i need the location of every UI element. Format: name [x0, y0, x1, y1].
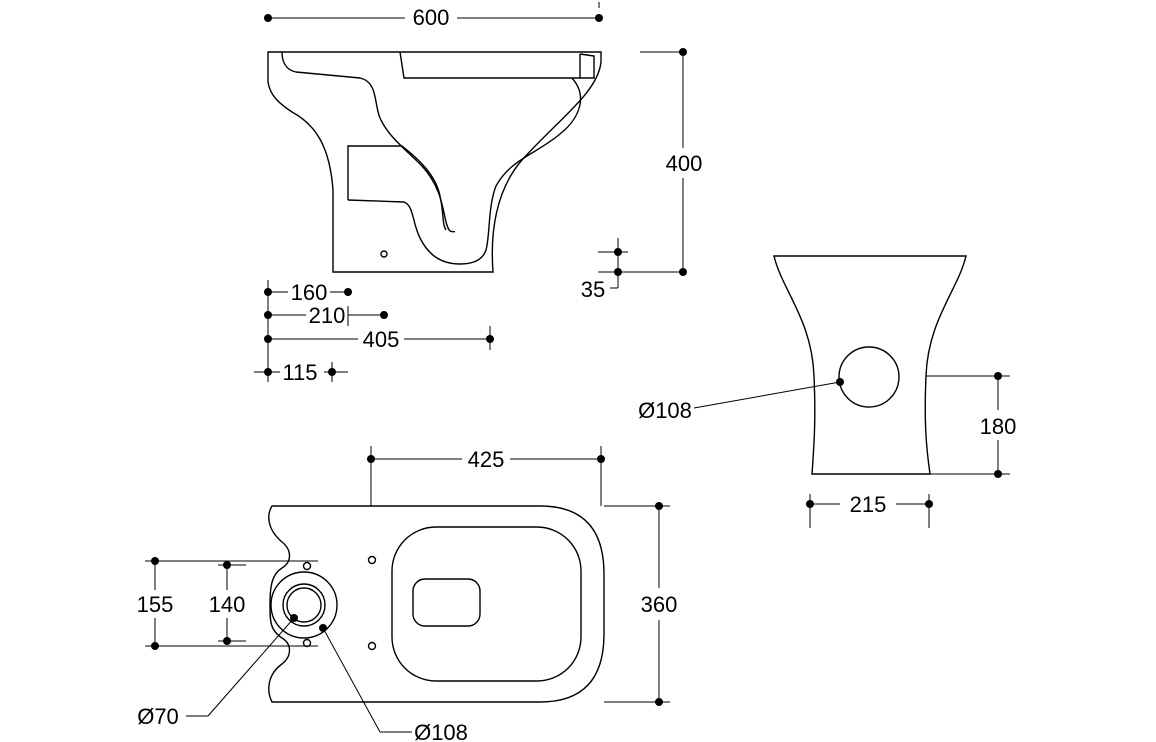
dim-dot [994, 470, 1002, 478]
back-view: Ø108 180 215 [638, 255, 1017, 528]
dim-dot [836, 378, 844, 386]
dim-dot [151, 557, 159, 565]
rim-end [579, 53, 595, 79]
dim-dot [264, 311, 272, 319]
dim-215-label: 215 [850, 492, 887, 517]
dim-dot [679, 48, 687, 56]
inner-outlet-circle [282, 583, 326, 627]
side-profile-outline [267, 51, 602, 273]
back-profile-outline [773, 255, 967, 475]
dim-dot [925, 500, 933, 508]
dim-405-label: 405 [363, 327, 400, 352]
outlet-circle [838, 346, 900, 408]
dim-160-label: 160 [291, 280, 328, 305]
dim-dot [328, 368, 336, 376]
seat-opening [391, 526, 582, 682]
bowl-trap-curve [347, 77, 582, 265]
dim-dot [655, 698, 663, 706]
dim-400-label: 400 [666, 151, 703, 176]
dim-dot [614, 268, 622, 276]
dim-dot [344, 288, 352, 296]
dim-dot [595, 14, 603, 22]
dim-dot [614, 248, 622, 256]
side-view: 600 400 35 160 [254, 2, 702, 385]
dim-dot [806, 500, 814, 508]
dim-dot [264, 335, 272, 343]
dim-dot [290, 614, 298, 622]
leader-line [322, 627, 381, 733]
fixing-hole [367, 555, 377, 565]
inner-outlet-rim [286, 587, 322, 623]
dim-dot [264, 14, 272, 22]
dim-dot [367, 455, 375, 463]
fixing-hole [302, 561, 312, 571]
leader-line [207, 617, 295, 717]
dim-35-label: 35 [581, 277, 605, 302]
bowl-outlet [412, 578, 481, 627]
dim-dot [151, 642, 159, 650]
dim-dot [223, 561, 231, 569]
outer-outlet-diameter-label: Ø108 [414, 720, 468, 742]
dim-155-label: 155 [137, 592, 174, 617]
inner-outlet-diameter-label: Ø70 [137, 704, 179, 729]
dim-dot [264, 368, 272, 376]
outlet-box [347, 145, 447, 231]
dim-dot [486, 335, 494, 343]
dim-dot [655, 502, 663, 510]
dim-180-label: 180 [980, 414, 1017, 439]
dim-425-label: 425 [468, 447, 505, 472]
dim-dot [380, 311, 388, 319]
bowl-inner-line [281, 51, 456, 233]
leader-line [693, 381, 841, 409]
outlet-diameter-label: Ø108 [638, 398, 692, 423]
fixing-hole [380, 250, 388, 258]
dim-dot [994, 372, 1002, 380]
outer-outlet-circle [270, 571, 338, 639]
dim-dot [223, 637, 231, 645]
top-profile-outline [268, 505, 605, 703]
dim-dot [264, 288, 272, 296]
dim-210-label: 210 [309, 303, 346, 328]
dim-dot [597, 455, 605, 463]
dim-115-label: 115 [282, 360, 317, 385]
dim-600-label: 600 [413, 5, 450, 30]
dim-140-label: 140 [209, 592, 246, 617]
fixing-hole [302, 638, 312, 648]
dim-360-label: 360 [641, 592, 678, 617]
fixing-hole [367, 641, 377, 651]
rim-detail [399, 51, 581, 79]
top-view: 425 155 140 [137, 446, 678, 742]
dim-dot [319, 624, 327, 632]
